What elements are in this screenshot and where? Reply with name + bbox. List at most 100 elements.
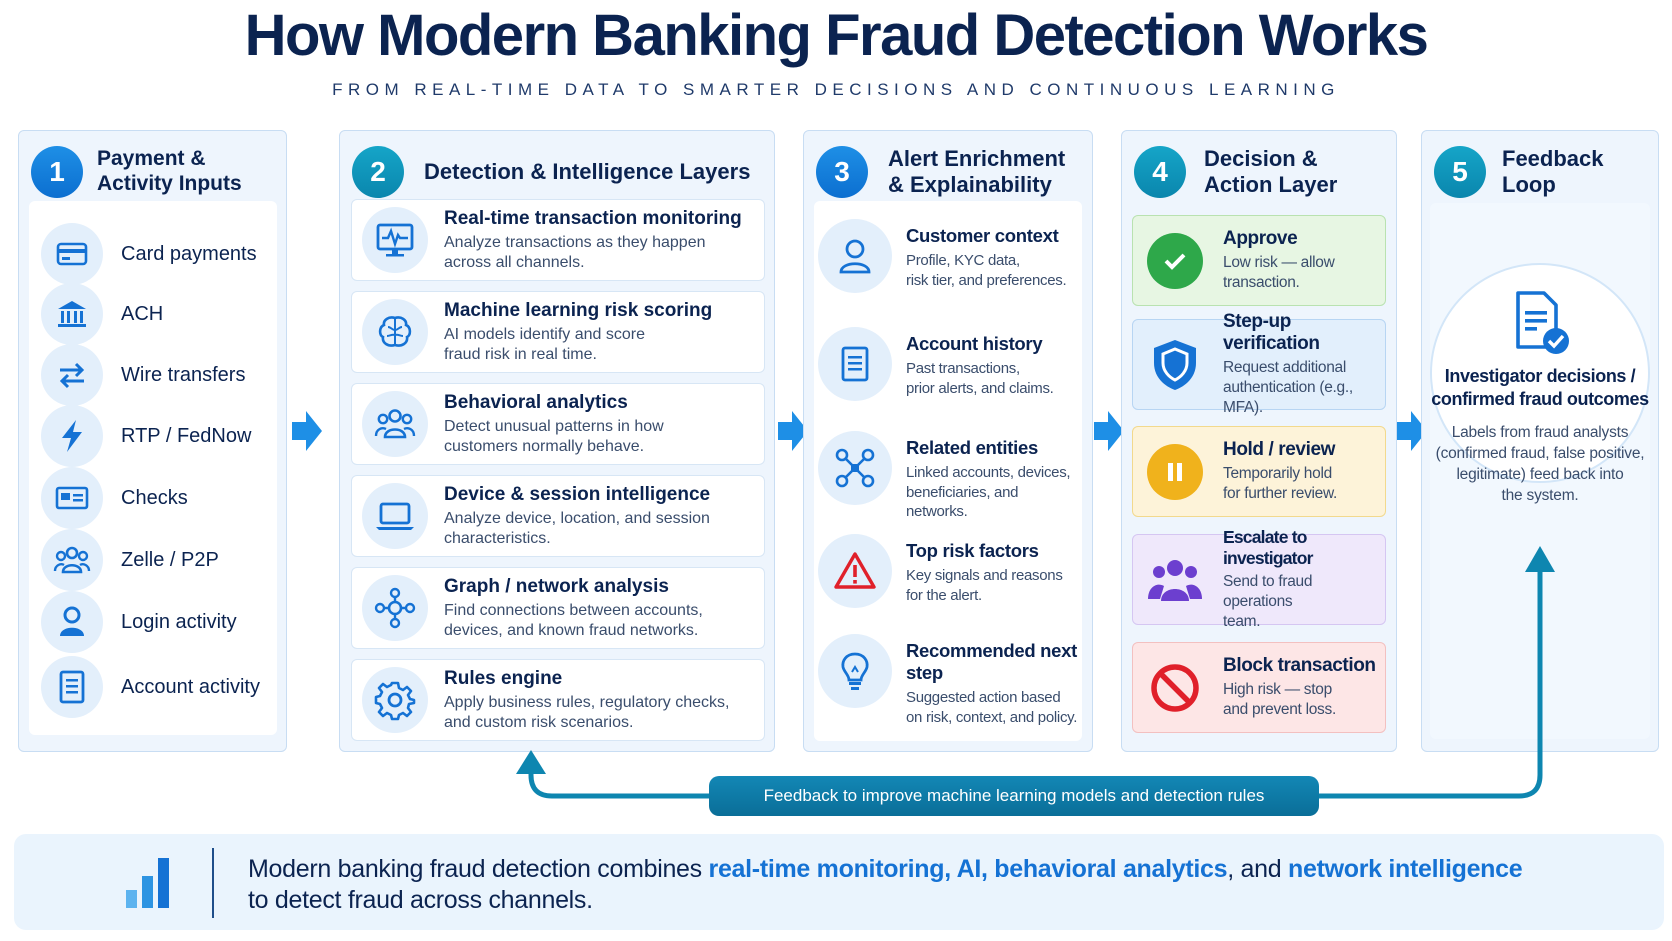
decision-approve: Approve Low risk — allow transaction.	[1132, 215, 1386, 306]
brain-icon	[362, 299, 428, 365]
input-label: RTP / FedNow	[121, 424, 252, 447]
enrichment-desc: risk tier, and preferences.	[906, 271, 1067, 289]
feedback-title: Investigator decisions / confirmed fraud…	[1430, 365, 1650, 410]
step-number: 1	[31, 146, 83, 198]
input-label: Checks	[121, 486, 188, 509]
banner-lead: Modern banking fraud detection	[248, 855, 591, 883]
decision-title: Escalate to investigator	[1223, 526, 1313, 568]
bar-chart-icon	[126, 858, 169, 908]
decision-desc: Request additional	[1223, 358, 1346, 376]
enrichment-desc: for the alert.	[906, 586, 982, 604]
input-label: Login activity	[121, 610, 237, 633]
enrichment-item: Top risk factors Key signals and reasons…	[818, 534, 1078, 608]
feedback-title-line: Investigator decisions /	[1444, 366, 1636, 386]
feedback-desc-line: the system.	[1501, 486, 1579, 504]
input-item-zelle: Zelle / P2P	[41, 529, 219, 591]
team-icon	[1147, 552, 1203, 608]
banner-line-2: to detect fraud across channels.	[248, 885, 593, 914]
enrichment-desc: Past transactions,	[906, 360, 1020, 377]
group-icon	[362, 391, 428, 457]
enrichment-title: Account history	[906, 333, 1043, 354]
column-detection: 2 Detection & Intelligence Layers Real-t…	[339, 130, 775, 752]
credit-card-icon	[41, 223, 103, 285]
enrichment-item: Related entities Linked accounts, device…	[818, 431, 1078, 522]
banner-line-1: Modern banking fraud detection combines …	[248, 854, 1523, 885]
input-label: Wire transfers	[121, 363, 246, 386]
input-label: Account activity	[121, 675, 260, 698]
banner-connector: , and	[1227, 855, 1289, 883]
input-label: Zelle / P2P	[121, 548, 219, 571]
layer-desc: Find connections between accounts,	[444, 602, 703, 620]
laptop-icon	[362, 483, 428, 549]
layer-desc: devices, and known fraud networks.	[444, 621, 699, 639]
input-label: Card payments	[121, 242, 257, 265]
summary-banner: Modern banking fraud detection combines …	[14, 834, 1664, 930]
decision-desc: Low risk — allow	[1223, 253, 1335, 271]
enrichment-title: Recommended next step	[906, 640, 1077, 683]
banner-divider	[212, 848, 214, 918]
layer-desc: AI models identify and score	[444, 326, 645, 344]
column-header: 1 Payment & Activity Inputs	[31, 141, 278, 203]
layer-desc: across all channels.	[444, 253, 585, 271]
layer-desc: Analyze device, location, and session	[444, 510, 710, 528]
layer-title: Graph / network analysis	[444, 576, 669, 598]
document-icon	[41, 656, 103, 718]
column-title: Decision & Action Layer	[1204, 146, 1338, 197]
decision-desc: for further review.	[1223, 485, 1338, 502]
enrichment-title: Related entities	[906, 437, 1038, 458]
page-subtitle: FROM REAL-TIME DATA TO SMARTER DECISIONS…	[332, 80, 1340, 99]
flow-arrow-icon	[1397, 411, 1427, 451]
layer-title: Machine learning risk scoring	[444, 300, 713, 322]
lightning-icon	[41, 405, 103, 467]
enrichment-desc: Linked accounts, devices,	[906, 464, 1071, 481]
step-number: 5	[1434, 146, 1486, 198]
input-label: ACH	[121, 302, 164, 325]
column-title: Feedback Loop	[1502, 146, 1604, 197]
decision-hold: Hold / review Temporarily hold for furth…	[1132, 426, 1386, 517]
document-check-icon	[1516, 291, 1569, 354]
document-icon	[818, 327, 892, 401]
column-header: 2 Detection & Intelligence Layers	[352, 141, 766, 203]
enrichment-item: Customer context Profile, KYC data, risk…	[818, 219, 1078, 293]
decision-desc: and prevent loss.	[1223, 701, 1336, 718]
input-item-card: Card payments	[41, 223, 257, 285]
block-icon	[1147, 660, 1203, 716]
layer-card: Device & session intelligence Analyze de…	[351, 475, 765, 557]
banner-highlight: real-time monitoring, AI, behavioral ana…	[708, 855, 1228, 883]
enrichment-title: Top risk factors	[906, 540, 1039, 561]
feedback-icon-circle	[1430, 263, 1650, 483]
layer-card: Rules engine Apply business rules, regul…	[351, 659, 765, 741]
enrichment-title: Customer context	[906, 225, 1059, 246]
column-decision: 4 Decision & Action Layer Approve Low ri…	[1121, 130, 1397, 752]
input-item-login: Login activity	[41, 591, 237, 653]
column-title: Alert Enrichment & Explainability	[888, 146, 1066, 197]
layer-card: Real-time transaction monitoring Analyze…	[351, 199, 765, 281]
shield-icon	[1147, 337, 1203, 393]
enrichment-desc: beneficiaries, and networks.	[906, 483, 1019, 521]
layer-desc: Detect unusual patterns in how	[444, 418, 664, 436]
decision-title: Step-up verification	[1223, 310, 1320, 354]
feedback-label: Feedback to improve machine learning mod…	[709, 776, 1319, 816]
check-icon	[41, 467, 103, 529]
checkmark-icon	[1147, 232, 1203, 289]
layer-desc: fraud risk in real time.	[444, 345, 597, 363]
enrichment-item: Recommended next step Suggested action b…	[818, 634, 1078, 727]
feedback-desc-line: (confirmed fraud, false positive,	[1435, 444, 1645, 462]
banner-highlight: network intelligence	[1288, 855, 1523, 883]
decision-step-up: Step-up verification Request additional …	[1132, 311, 1386, 416]
column-header: 5 Feedback Loop	[1434, 141, 1650, 203]
layer-title: Device & session intelligence	[444, 484, 711, 506]
feedback-desc-line: Labels from fraud analysts	[1451, 424, 1629, 441]
gear-icon	[362, 667, 428, 733]
input-item-wire: Wire transfers	[41, 344, 246, 406]
pause-icon	[1147, 443, 1203, 500]
layer-card: Machine learning risk scoring AI models …	[351, 291, 765, 373]
banner-connector: combines	[590, 855, 709, 883]
decision-desc: team.	[1223, 613, 1261, 631]
monitor-pulse-icon	[362, 207, 428, 273]
decision-desc: Send to fraud operations	[1223, 572, 1313, 610]
column-enrichment: 3 Alert Enrichment & Explainability Cust…	[803, 130, 1093, 752]
column-title: Payment & Activity Inputs	[97, 147, 242, 195]
enrichment-desc: on risk, context, and policy.	[906, 708, 1078, 726]
column-title: Detection & Intelligence Layers	[424, 159, 751, 185]
